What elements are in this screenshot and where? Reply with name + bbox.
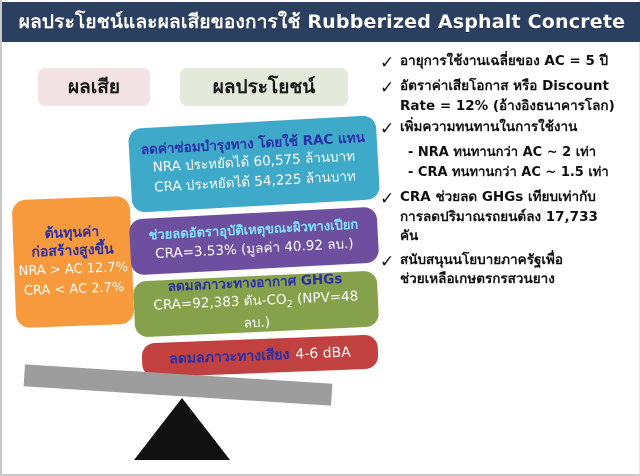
section-header-loss: ผลเสีย <box>38 68 150 106</box>
balance-fulcrum-triangle <box>134 398 230 460</box>
list-item: ✓ สนับสนุนนโยบายภาครัฐเพื่อ ช่วยเหลือเกษ… <box>380 251 638 290</box>
bullet-line: CRA ช่วยลด GHGs เทียบเท่ากับ <box>400 189 596 205</box>
loss-box-construction-cost: ต้นทุนค่า ก่อสร้างสูงขึ้น NRA > AC 12.7%… <box>11 195 135 329</box>
bullet-text: อัตราค่าเสียโอกาส หรือ Discount Rate = 1… <box>400 77 638 116</box>
check-icon: ✓ <box>380 119 395 140</box>
bullet-line: การลดปริมาณรถยนต์ลง 17,733 <box>400 208 598 225</box>
list-item: ✓ เพิ่มความทนทานในการใช้งาน <box>380 118 638 141</box>
benefit-box-ghg-value: CRA=92,383 ตัน-CO <box>153 291 287 314</box>
check-icon: ✓ <box>380 189 395 209</box>
bullet-line: ช่วยเหลือเกษตรกรสวนยาง <box>400 271 555 288</box>
bullet-line: สนับสนุนนโยบายภาครัฐเพื่อ <box>400 251 564 268</box>
bullet-line: Rate = 12% (อ้างอิงธนาคารโลก) <box>400 97 615 114</box>
list-item: ✓ อัตราค่าเสียโอกาส หรือ Discount Rate =… <box>380 77 638 116</box>
bullet-line: คัน <box>400 228 419 245</box>
loss-box-line2: CRA < AC 2.7% <box>23 279 125 299</box>
bullet-line: อัตราค่าเสียโอกาส หรือ Discount <box>400 77 609 94</box>
section-header-benefit-label: ผลประโยชน์ <box>212 76 316 98</box>
section-header-loss-label: ผลเสีย <box>68 76 120 98</box>
bullet-subline: - NRA ทนทานกว่า AC ~ 2 เท่า <box>408 145 597 160</box>
benefit-box-noise-heading: ลดมลภาวะทางเสียง <box>168 346 290 368</box>
bullet-text: สนับสนุนนโยบายภาครัฐเพื่อ ช่วยเหลือเกษตร… <box>400 251 638 290</box>
benefit-box-accident-reduction: ช่วยลดอัตราอุบัติเหตุขณะผิวทางเปียก CRA=… <box>128 206 380 276</box>
page-title: ผลประโยชน์และผลเสียของการใช้ Rubberized … <box>18 11 626 33</box>
bullet-text: CRA ช่วยลด GHGs เทียบเท่ากับ การลดปริมาณ… <box>400 188 638 247</box>
bullet-text: อายุการใช้งานเฉลี่ยของ AC = 5 ปี <box>400 52 638 72</box>
check-icon: ✓ <box>380 53 395 73</box>
bullet-line: เพิ่มความทนทานในการใช้งาน <box>400 119 578 136</box>
slide-title-bar: ผลประโยชน์และผลเสียของการใช้ Rubberized … <box>2 2 640 42</box>
benefit-box-ghg-reduction: ลดมลภาวะทางอากาศ GHGs CRA=92,383 ตัน-CO2… <box>132 270 380 339</box>
bullet-line: อายุการใช้งานเฉลี่ยของ AC = 5 ปี <box>400 53 609 69</box>
benefit-box-noise-line1: 4-6 dBA <box>295 344 352 363</box>
bullet-subline: - CRA ทนทานกว่า AC ~ 1.5 เท่า <box>408 164 609 180</box>
loss-box-heading-line1: ต้นทุนค่า <box>44 223 100 243</box>
check-icon: ✓ <box>380 251 395 272</box>
benefit-box-noise-reduction: ลดมลภาวะทางเสียง 4-6 dBA <box>141 334 379 378</box>
list-item: ✓ อายุการใช้งานเฉลี่ยของ AC = 5 ปี <box>380 52 638 75</box>
list-item: ✓ CRA ช่วยลด GHGs เทียบเท่ากับ การลดปริม… <box>380 188 638 247</box>
benefit-box-ghg-line1: CRA=92,383 ตัน-CO2 (NPV=48 ลบ.) <box>142 287 372 339</box>
assumptions-bullet-list: ✓ อายุการใช้งานเฉลี่ยของ AC = 5 ปี ✓ อัต… <box>380 52 638 292</box>
section-header-benefit: ผลประโยชน์ <box>180 68 348 106</box>
check-icon: ✓ <box>380 77 395 98</box>
benefit-box-rac-maintenance: ลดค่าซ่อมบำรุงทาง โดยใช้ RAC แทน NRA ประ… <box>127 115 381 213</box>
bullet-text: เพิ่มความทนทานในการใช้งาน <box>400 118 638 138</box>
